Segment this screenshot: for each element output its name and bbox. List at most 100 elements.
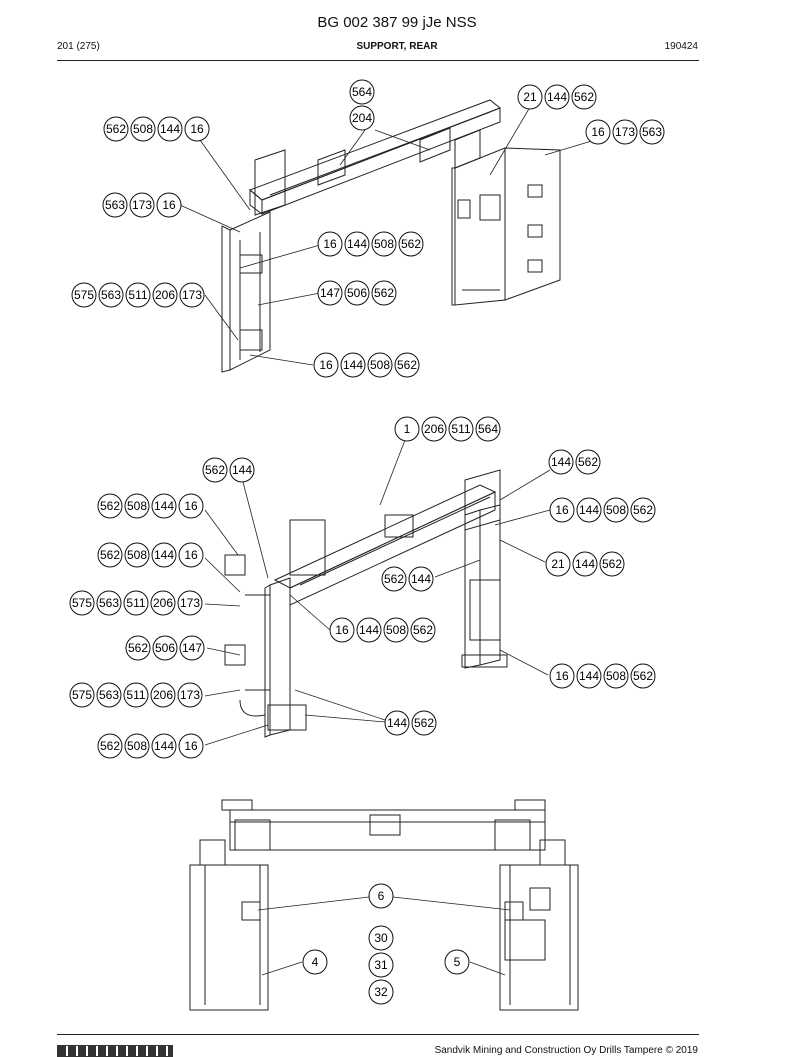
callout-number: 173 (615, 125, 635, 139)
callout-number: 563 (101, 288, 121, 302)
callout-circle (572, 551, 598, 577)
callout-circle (408, 566, 434, 592)
callout-number: 508 (133, 122, 153, 136)
callout-number: 144 (347, 237, 367, 251)
callout-number: 506 (347, 286, 367, 300)
footer-rule (57, 1034, 699, 1035)
callout-circle (178, 733, 204, 759)
callout-circle (603, 497, 629, 523)
callout-number: 147 (182, 641, 202, 655)
callout-circle (517, 84, 543, 110)
callout-number: 508 (127, 739, 147, 753)
callout-number: 21 (551, 557, 565, 571)
callout-number: 563 (642, 125, 662, 139)
callout-circle (368, 925, 394, 951)
callout-number: 206 (153, 688, 173, 702)
callout-number: 31 (374, 958, 388, 972)
frame-view-1 (221, 99, 561, 373)
callout-number: 508 (606, 503, 626, 517)
callout-circle (599, 551, 625, 577)
callout-circle (639, 119, 665, 145)
callout-circle (150, 682, 176, 708)
callout-circle (549, 663, 575, 689)
callout-circle (69, 590, 95, 616)
callout-number: 144 (160, 122, 180, 136)
callout-number: 508 (374, 237, 394, 251)
callout-circle (124, 493, 150, 519)
callout-circle (549, 497, 575, 523)
callout-number: 562 (633, 669, 653, 683)
callout-number: 562 (401, 237, 421, 251)
callout-number: 16 (184, 548, 198, 562)
callout-circle (630, 663, 656, 689)
callout-circle (124, 542, 150, 568)
header-rule (57, 60, 699, 61)
callout-circle (130, 116, 156, 142)
leader-lines (179, 106, 596, 976)
callout-circle (124, 733, 150, 759)
callout-circle (129, 192, 155, 218)
callout-circle (103, 116, 129, 142)
callout-circle (156, 192, 182, 218)
callout-number: 16 (184, 739, 198, 753)
callout-circle (356, 617, 382, 643)
callout-circle (157, 116, 183, 142)
callout-number: 16 (323, 237, 337, 251)
callout-number: 508 (370, 358, 390, 372)
callout-circle (123, 590, 149, 616)
callout-circle (202, 457, 228, 483)
callout-circle (545, 551, 571, 577)
callout-circle (179, 635, 205, 661)
callout-number: 562 (100, 548, 120, 562)
callout-circle (585, 119, 611, 145)
callout-number: 562 (106, 122, 126, 136)
callout-circle (123, 682, 149, 708)
callout-number: 144 (343, 358, 363, 372)
callout-circle (368, 979, 394, 1005)
callout-circle (349, 79, 375, 105)
callout-number: 511 (126, 688, 145, 702)
callout-number: 562 (374, 286, 394, 300)
callout-circle (544, 84, 570, 110)
callout-number: 206 (155, 288, 175, 302)
callout-circle (150, 590, 176, 616)
callout-circle (152, 635, 178, 661)
callout-number: 144 (579, 669, 599, 683)
callout-circle (98, 282, 124, 308)
callout-number: 147 (320, 286, 340, 300)
callout-circle (178, 493, 204, 519)
callout-number: 21 (523, 90, 537, 104)
callout-number: 144 (232, 463, 252, 477)
callout-circle (177, 682, 203, 708)
callout-circle (576, 663, 602, 689)
callout-circle (368, 883, 394, 909)
callout-circle (368, 952, 394, 978)
callout-number: 16 (555, 669, 569, 683)
callout-number: 511 (451, 422, 470, 436)
callout-number: 16 (555, 503, 569, 517)
callout-number: 563 (105, 198, 125, 212)
callout-circle (177, 590, 203, 616)
callout-number: 16 (184, 499, 198, 513)
callout-number: 575 (72, 596, 92, 610)
callout-circle (229, 457, 255, 483)
callout-circle (444, 949, 470, 975)
callout-number: 144 (154, 548, 174, 562)
callout-number: 562 (128, 641, 148, 655)
revision-date: 190424 (664, 41, 698, 52)
callout-circle (571, 84, 597, 110)
callout-circle (178, 542, 204, 568)
callout-circle (371, 231, 397, 257)
callout-number: 144 (359, 623, 379, 637)
callout-circle (344, 231, 370, 257)
callout-circle (151, 733, 177, 759)
callout-number: 4 (312, 955, 319, 969)
callout-number: 511 (126, 596, 145, 610)
callout-number: 562 (205, 463, 225, 477)
callout-number: 173 (180, 596, 200, 610)
callout-number: 32 (374, 985, 388, 999)
callout-number: 562 (578, 455, 598, 469)
callout-number: 16 (591, 125, 605, 139)
callout-number: 508 (606, 669, 626, 683)
